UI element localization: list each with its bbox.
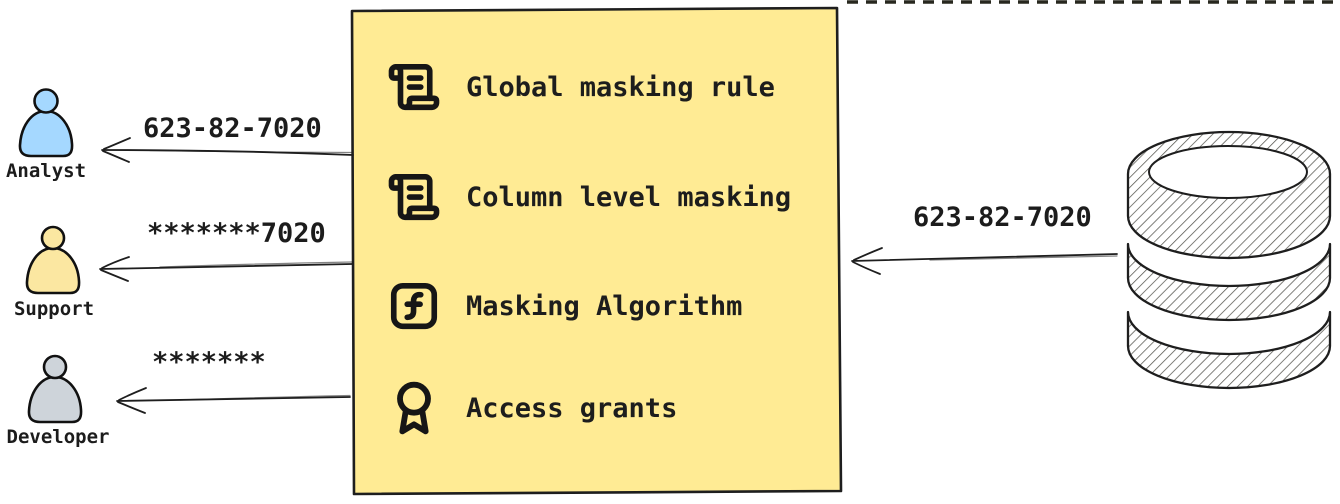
support-person-icon xyxy=(25,225,81,295)
developer-arrow-value: ******* xyxy=(152,347,266,378)
analyst-person-icon xyxy=(18,88,74,158)
database-top-opening xyxy=(1148,145,1308,199)
analyst-label: Analyst xyxy=(5,160,87,182)
function-square-icon xyxy=(386,277,442,335)
policy-item-masking-algorithm: Masking Algorithm xyxy=(386,277,742,335)
support-label: Support xyxy=(13,298,95,320)
arrow-to-analyst xyxy=(101,137,354,163)
policy-item-label: Global masking rule xyxy=(466,71,775,103)
policy-item-global-masking-rule: Global masking rule xyxy=(386,58,775,116)
policy-item-label: Column level masking xyxy=(466,181,792,213)
database-icon xyxy=(1126,130,1332,390)
arrow-database-to-box xyxy=(851,247,1118,275)
scroll-text-icon xyxy=(386,168,442,226)
developer-label: Developer xyxy=(6,426,110,448)
developer-person-icon xyxy=(27,354,83,424)
policy-item-access-grants: Access grants xyxy=(386,379,677,437)
database-arrow-value: 623-82-7020 xyxy=(913,202,1092,233)
policy-item-label: Masking Algorithm xyxy=(466,290,743,322)
support-arrow-value: *******7020 xyxy=(147,218,326,249)
policy-box xyxy=(350,6,843,496)
scroll-text-icon xyxy=(386,58,442,116)
policy-item-column-level-masking: Column level masking xyxy=(386,168,791,226)
arrow-to-developer xyxy=(116,387,351,414)
analyst-arrow-value: 623-82-7020 xyxy=(143,113,322,144)
award-icon xyxy=(386,379,442,437)
arrow-to-support xyxy=(99,256,353,282)
policy-item-label: Access grants xyxy=(466,392,678,424)
